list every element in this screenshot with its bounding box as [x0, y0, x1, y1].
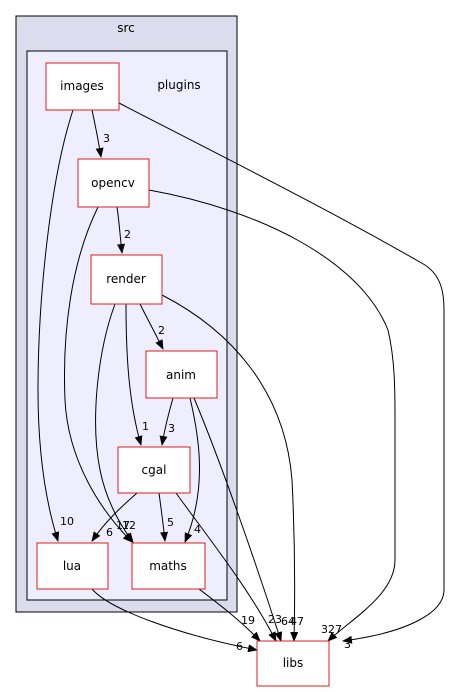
edge-images-lua[interactable]	[37, 109, 74, 542]
node-opencv-label: opencv	[91, 176, 135, 190]
edge-images-opencv[interactable]	[91, 109, 104, 158]
edge-render-cgal[interactable]	[125, 303, 143, 446]
edge-maths-libs-label: 19	[241, 614, 255, 627]
edge-cgal-libs-label: 23	[268, 613, 282, 626]
cluster-src-label: src	[117, 21, 135, 35]
edge-cgal-lua[interactable]	[91, 492, 138, 542]
node-cgal[interactable]: cgal	[117, 446, 191, 494]
edge-images-lua-label: 10	[60, 515, 74, 528]
cluster-plugins-label: plugins	[157, 78, 200, 92]
edge-render-cgal-label: 1	[142, 420, 149, 433]
edge-render-maths[interactable]	[95, 303, 134, 543]
edge-images-opencv-label: 3	[103, 132, 110, 145]
node-lua[interactable]: lua	[36, 542, 109, 590]
node-images[interactable]: images	[45, 62, 120, 111]
edge-images-libs[interactable]	[118, 102, 445, 644]
cluster-plugins: plugins	[26, 50, 228, 601]
edge-opencv-maths[interactable]	[64, 206, 133, 543]
node-cgal-box[interactable]	[117, 446, 191, 494]
node-libs[interactable]: libs	[256, 640, 330, 687]
edge-opencv-libs-label: 327	[321, 623, 342, 636]
node-images-box[interactable]	[45, 62, 120, 111]
edge-anim-libs[interactable]	[193, 397, 283, 642]
node-maths-label: maths	[149, 559, 187, 573]
node-render[interactable]: render	[90, 254, 163, 305]
node-lua-box[interactable]	[36, 542, 109, 590]
edge-images-libs-label: 3	[344, 638, 351, 651]
edge-render-anim[interactable]	[139, 303, 164, 350]
edge-lua-libs-label: 6	[236, 640, 243, 653]
cluster-plugins-box	[26, 50, 228, 601]
node-maths[interactable]: maths	[131, 542, 206, 590]
node-maths-box[interactable]	[131, 542, 206, 590]
node-opencv[interactable]: opencv	[77, 158, 150, 208]
node-libs-box[interactable]	[256, 640, 330, 687]
edge-opencv-render-label: 2	[124, 228, 131, 241]
edge-cgal-maths[interactable]	[158, 492, 169, 542]
edge-maths-libs[interactable]	[198, 588, 261, 642]
edge-anim-maths-label: 4	[194, 523, 201, 536]
node-lua-label: lua	[63, 559, 81, 573]
node-images-label: images	[60, 79, 104, 93]
edge-cgal-maths-label: 5	[167, 516, 174, 529]
edge-anim-libs-label: 64	[281, 615, 295, 628]
node-anim[interactable]: anim	[145, 350, 218, 399]
node-opencv-box[interactable]	[77, 158, 150, 208]
edge-render-anim-label: 2	[158, 324, 165, 337]
node-libs-label: libs	[283, 656, 304, 670]
node-cgal-label: cgal	[142, 463, 167, 477]
edge-anim-cgal-label: 3	[168, 422, 175, 435]
edge-anim-maths[interactable]	[184, 397, 200, 543]
edge-lua-libs[interactable]	[91, 588, 258, 653]
edge-opencv-render[interactable]	[116, 206, 125, 254]
edge-render-libs[interactable]	[161, 294, 299, 642]
edge-anim-cgal[interactable]	[159, 397, 174, 446]
node-render-label: render	[106, 272, 146, 286]
node-render-box[interactable]	[90, 254, 163, 305]
node-anim-label: anim	[166, 368, 196, 382]
edge-opencv-libs[interactable]	[148, 189, 396, 642]
edge-cgal-lua-label: 6	[106, 526, 113, 539]
edge-render-maths-label: 12	[122, 519, 136, 532]
edge-cgal-libs[interactable]	[175, 492, 277, 642]
edge-render-libs-label: 47	[290, 615, 304, 628]
edges: 3 10 3 2 17 327 2 1 12 47 3 4 64 6 5 23	[37, 102, 445, 653]
node-anim-box[interactable]	[145, 350, 218, 399]
